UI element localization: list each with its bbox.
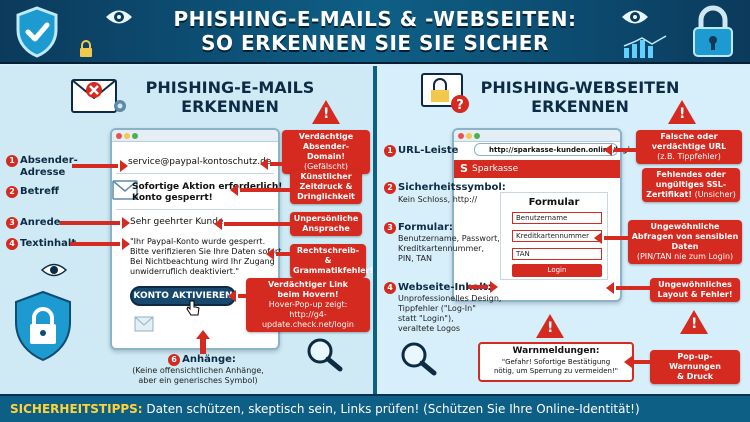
- padlock-question-icon: ?: [421, 73, 469, 113]
- bank-logo-icon: S: [460, 162, 468, 175]
- arrow-grammatik: [266, 248, 290, 260]
- arrow-zeitdruck: [230, 184, 290, 196]
- ssl-note: Kein Schloss, http://: [398, 195, 478, 204]
- email-subject: Sofortige Aktion erforderlich!Konto gesp…: [132, 182, 283, 203]
- warning-triangle-icon: !: [680, 310, 708, 334]
- window-titlebar: [112, 130, 278, 142]
- popup-warning: Warnmeldungen: "Gefahr! Sofortige Bestät…: [478, 342, 634, 382]
- arrow-layout: [606, 282, 650, 294]
- shield-padlock-icon: [15, 290, 71, 362]
- padlock-icon: [693, 5, 733, 57]
- envelope-warning-icon: [71, 79, 126, 113]
- arrow-up-icon: [196, 330, 210, 354]
- arrow-url: [604, 144, 636, 156]
- page-title: PHISHING-E-MAILS & -WEBSEITEN: SO ERKENN…: [173, 7, 577, 55]
- formular-note: Benutzername, Passwort,Kreditkartennumme…: [398, 234, 500, 263]
- attachment-envelope-icon: [134, 316, 154, 332]
- eye-icon: [40, 263, 68, 277]
- warning-triangle-icon: !: [312, 100, 340, 124]
- shield-check-icon: [16, 6, 58, 58]
- url-bar[interactable]: http://sparkasse-kunden.online/login: [474, 143, 635, 156]
- bank-name: Sparkasse: [472, 164, 519, 174]
- tips-label: SICHERHEITSTIPPS:: [10, 402, 143, 416]
- form-title: Formular: [528, 197, 580, 208]
- eye-icon: [106, 10, 132, 24]
- bank-header: S Sparkasse: [454, 160, 620, 178]
- magnifier-icon: [307, 338, 343, 372]
- tan-input[interactable]: TAN: [512, 248, 602, 260]
- arrow-textinhalt: [70, 238, 130, 250]
- warning-triangle-icon: !: [668, 100, 696, 124]
- username-input[interactable]: Benutzername: [512, 212, 602, 224]
- arrow-inhalt: [468, 281, 498, 293]
- anhaenge-note: (Keine offensichtlichen Anhänge,aber ein…: [132, 366, 264, 385]
- tips-text: Daten schützen, skeptisch sein, Links pr…: [142, 402, 640, 416]
- callout-grammatik: Rechtschreib- &Grammatikfehler!: [290, 244, 373, 278]
- eye-icon: [622, 10, 648, 24]
- cursor-hand-icon: [186, 300, 200, 316]
- inhalt-note: Unprofessionelles Design,Tippfehler ("Lo…: [398, 294, 502, 333]
- konto-aktivieren-button[interactable]: KONTO AKTIVIEREN: [130, 286, 236, 306]
- arrow-sensible-daten: [594, 232, 628, 244]
- footer-tips: SICHERHEITSTIPPS: Daten schützen, skepti…: [0, 394, 750, 422]
- header-banner: PHISHING-E-MAILS & -WEBSEITEN: SO ERKENN…: [0, 0, 750, 64]
- email-sender: service@paypal-kontoschutz.de: [128, 157, 272, 167]
- arrow-anrede: [60, 217, 130, 229]
- arrow-ansprache: [214, 218, 290, 230]
- creditcard-input[interactable]: Kreditkartennummer: [512, 230, 602, 242]
- padlock-icon: [80, 40, 92, 57]
- envelope-icon: [112, 180, 138, 200]
- panel-divider: [373, 66, 377, 394]
- svg-text:?: ?: [456, 98, 464, 113]
- popup-title: Warnmeldungen:: [512, 346, 600, 356]
- chart-icon: [623, 35, 667, 58]
- magnifier-icon: [401, 342, 437, 376]
- window-titlebar: [454, 130, 620, 142]
- email-greeting: Sehr geehrter Kunde,: [130, 217, 227, 227]
- arrow-absender: [72, 160, 128, 172]
- arrow-sender-domain: [260, 158, 284, 170]
- warning-triangle-icon: !: [536, 314, 564, 338]
- callout-popup: Pop-up-Warnungen& Druck: [650, 350, 740, 384]
- email-body: "Ihr Paypal-Konto wurde gesperrt.Bitte v…: [130, 237, 284, 276]
- arrow-link-hover: [228, 290, 248, 302]
- arrow-popup: [624, 356, 650, 368]
- login-button[interactable]: Login: [512, 264, 602, 277]
